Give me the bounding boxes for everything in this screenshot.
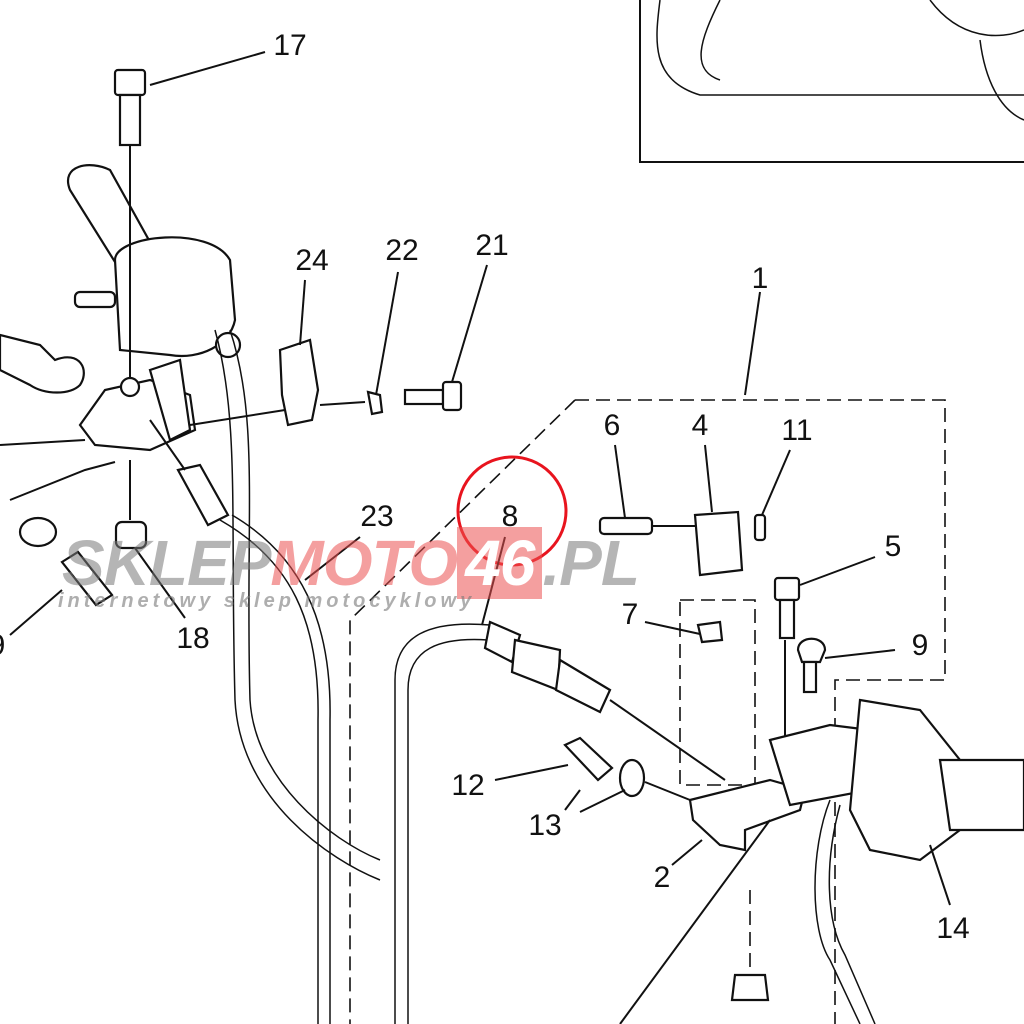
assembly-boundary — [349, 399, 946, 1024]
brake-cable-23 — [149, 329, 381, 1024]
watermark-tagline: internetowy sklep motocyklowy — [58, 590, 476, 612]
watermark-part1: SKLEP — [62, 527, 271, 599]
callout-2: 2 — [654, 861, 671, 894]
bolt-left — [60, 550, 114, 607]
leader-lines — [9, 51, 951, 906]
callout-22: 22 — [385, 234, 418, 267]
washer-13 — [618, 758, 646, 798]
callout-4: 4 — [692, 409, 709, 442]
callout-11: 11 — [781, 414, 812, 447]
callout-14: 14 — [936, 912, 969, 945]
watermark-part2: MOTO — [270, 527, 458, 599]
bolt-12 — [563, 736, 614, 782]
screw-21 — [403, 380, 463, 412]
callout-23: 23 — [360, 500, 393, 533]
inset-frame — [639, 0, 1024, 163]
callout-7: 7 — [622, 598, 639, 631]
spring-22 — [366, 390, 384, 416]
callouts: 17 24 22 21 1 6 4 11 8 23 5 7 9 9 18 12 … — [0, 29, 970, 945]
callout-9-right: 9 — [912, 629, 929, 662]
callout-18: 18 — [176, 622, 209, 655]
watermark-part4: .PL — [542, 527, 640, 599]
callout-8: 8 — [502, 500, 519, 533]
callout-24: 24 — [295, 244, 328, 277]
master-cylinder — [0, 164, 242, 501]
lever-holder-24 — [189, 338, 366, 427]
watermark-part3: 46 — [457, 527, 543, 599]
nut-18 — [114, 520, 148, 550]
handlebar — [619, 698, 1024, 1024]
callout-13: 13 — [528, 809, 561, 842]
callout-17: 17 — [273, 29, 306, 62]
callout-1: 1 — [752, 262, 769, 295]
bolt-17 — [113, 68, 147, 398]
callout-5: 5 — [885, 530, 902, 563]
callout-9-left: 9 — [0, 629, 5, 662]
callout-12: 12 — [451, 769, 484, 802]
switch-cable-8 — [394, 620, 726, 1024]
switch-assembly — [598, 510, 827, 770]
callout-21: 21 — [475, 229, 508, 262]
washer — [18, 516, 58, 548]
bracket-2 — [688, 778, 807, 852]
callout-6: 6 — [604, 409, 621, 442]
